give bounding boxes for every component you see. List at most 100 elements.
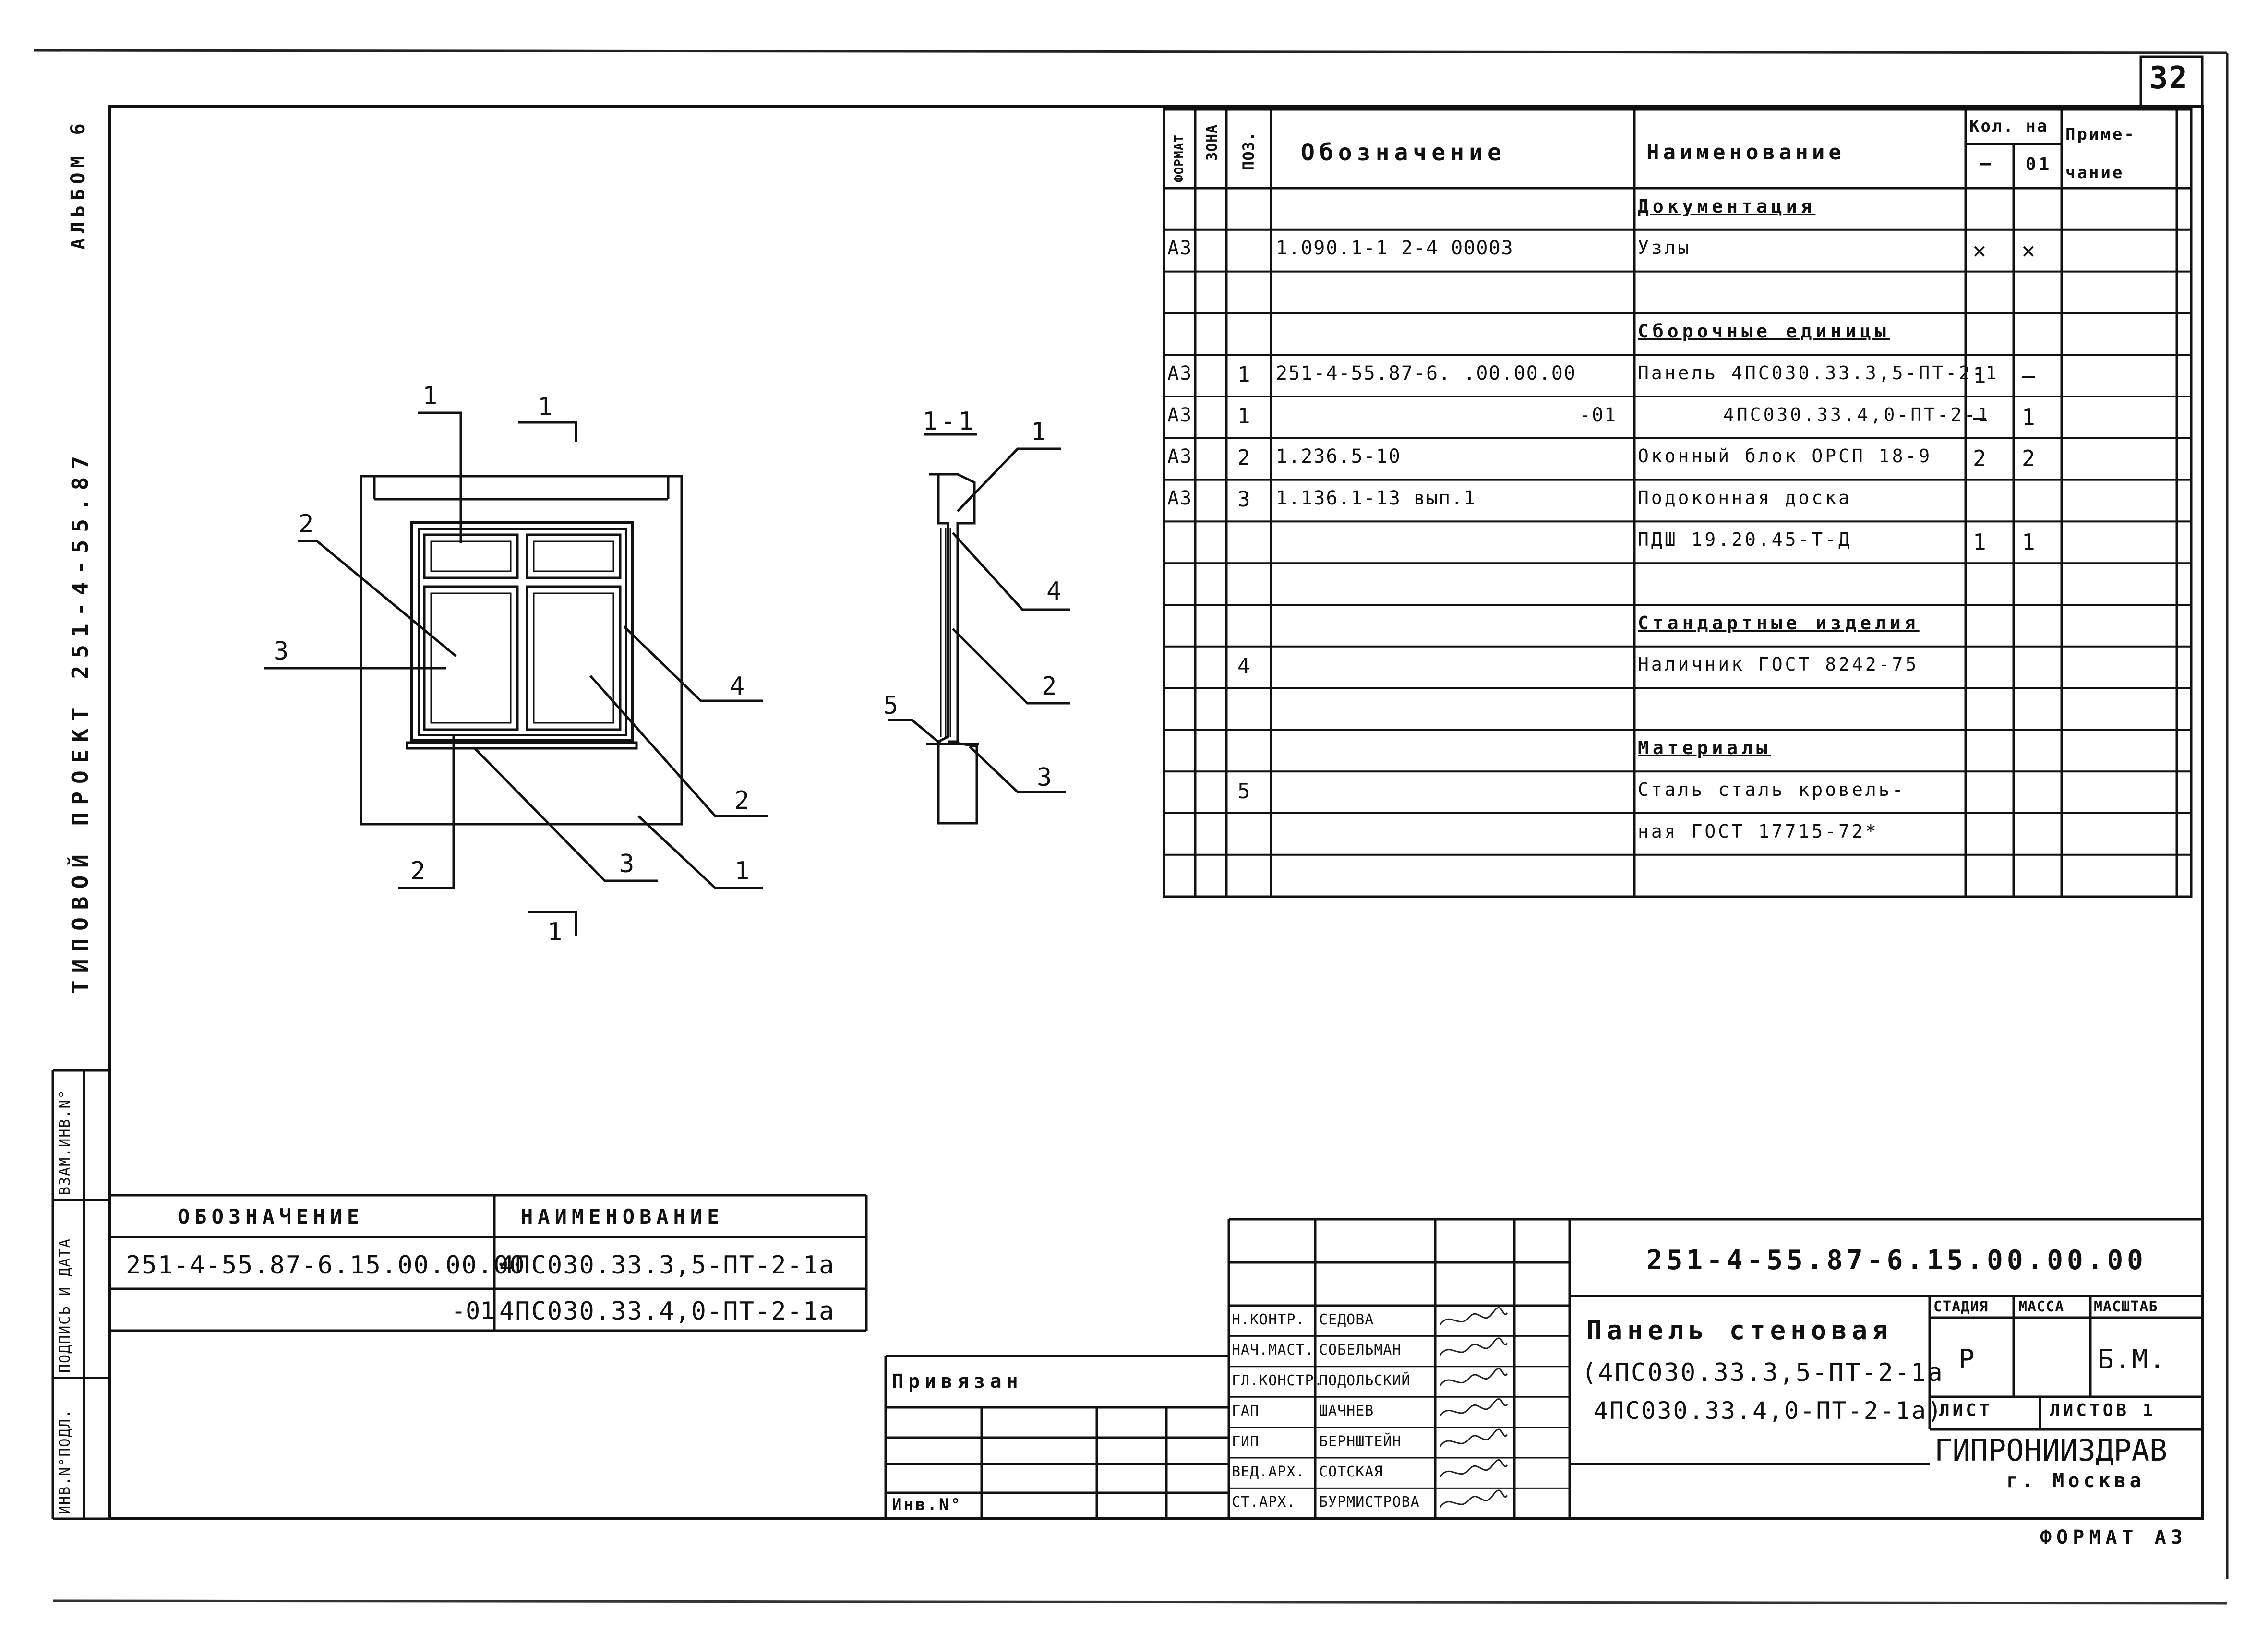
title-block-title-line1: Панель стеновая [1586, 1315, 1893, 1345]
variants-header-designation: ОБОЗНАЧЕНИЕ [178, 1205, 364, 1228]
spec-row-6-designation: -01 [1579, 404, 1617, 426]
spec-row-14-name: Материалы [1638, 737, 1771, 759]
section-callout-4: 4 [1046, 577, 1065, 606]
spec-row-2-name: Узлы [1638, 237, 1692, 259]
spec-header-note: Приме- чание [2065, 125, 2136, 182]
spec-header-qty: Кол. на [1969, 117, 2049, 136]
signature-4 [1439, 1398, 1508, 1417]
spec-header-name: Наименование [1646, 140, 1845, 165]
approval-role-2: НАЧ.МАСТ. [1232, 1342, 1314, 1359]
approval-role-3: ГЛ.КОНСТР. [1232, 1372, 1323, 1389]
variants-row-2-name: 4ПС030.33.4,0-ПТ-2-1а [499, 1297, 835, 1326]
spec-row-11-name: Стандартные изделия [1638, 612, 1920, 634]
binding-label: Привязан [892, 1370, 1023, 1392]
approval-role-4: ГАП [1232, 1403, 1260, 1420]
variants-row-1-designation: 251-4-55.87-6.15.00.00.00 [126, 1251, 526, 1280]
spec-row-6-pos: 1 [1237, 404, 1251, 429]
signature-2 [1439, 1337, 1508, 1356]
section-label: 1-1 [923, 407, 976, 436]
title-block-title-line3: 4ПС030.33.4,0-ПТ-2-1а) [1594, 1397, 1944, 1425]
elevation-callout-2-bottom: 2 [410, 857, 429, 886]
spec-row-15-pos: 5 [1237, 779, 1251, 804]
organization-name: ГИПРОНИИЗДРАВ [1934, 1433, 2168, 1468]
signature-3 [1439, 1368, 1508, 1386]
spec-row-6-qb: 1 [2022, 404, 2036, 430]
variants-row-1-name: 4ПС030.33.3,5-ПТ-2-1а [499, 1251, 835, 1280]
spec-row-5-qa: 1 [1973, 362, 1987, 388]
elevation-callout-1-bottom: 1 [734, 857, 753, 886]
spec-row-16-name: ная ГОСТ 17715-72* [1638, 820, 1879, 842]
spec-row-5-qb: — [2022, 362, 2036, 388]
spec-header-qty-b: 01 [2026, 155, 2052, 174]
scale-label: МАСШТАБ [2094, 1298, 2158, 1315]
sheets-label: ЛИСТОВ 1 [2050, 1401, 2156, 1420]
cut-mark-bottom: 1 [547, 918, 565, 947]
signature-5 [1439, 1428, 1508, 1447]
mass-label: МАССА [2018, 1298, 2064, 1315]
spec-row-6-qa: — [1973, 404, 1987, 430]
stage-value: Р [1958, 1344, 1978, 1375]
spec-row-9-qb: 1 [2022, 529, 2036, 555]
spec-row-5-designation: 251-4-55.87-6. .00.00.00 [1276, 362, 1576, 384]
section-callout-3: 3 [1037, 763, 1055, 792]
spec-row-15-name: Сталь сталь кровель- [1638, 779, 1906, 800]
approval-name-3: ПОДОЛЬСКИЙ [1319, 1372, 1411, 1389]
spec-row-7-pos: 2 [1237, 445, 1251, 470]
approval-name-1: СЕДОВА [1319, 1311, 1374, 1328]
elevation-callout-2-left: 2 [299, 510, 317, 539]
spec-row-9-qa: 1 [1973, 529, 1987, 555]
approval-name-6: СОТСКАЯ [1319, 1464, 1383, 1480]
sheet-number: 32 [2149, 60, 2189, 96]
spec-row-5-name: Панель 4ПС030.33.3,5-ПТ-2-1 [1638, 362, 1999, 384]
variants-header-name: НАИМЕНОВАНИЕ [521, 1205, 724, 1228]
spec-row-7-format: А3 [1167, 445, 1193, 468]
spec-row-8-name: Подоконная доска [1638, 487, 1852, 509]
approval-role-5: ГИП [1232, 1433, 1260, 1450]
elevation-callout-4: 4 [730, 672, 748, 701]
approval-name-7: БУРМИСТРОВА [1319, 1494, 1420, 1511]
spec-row-7-qb: 2 [2022, 445, 2036, 472]
approval-name-4: ШАЧНЕВ [1319, 1403, 1374, 1420]
spec-row-8-designation: 1.136.1-13 вып.1 [1276, 487, 1476, 510]
section-callout-2: 2 [1042, 672, 1060, 701]
sheet-label: ЛИСТ [1939, 1401, 1992, 1420]
spec-row-7-qa: 2 [1973, 445, 1987, 472]
spec-header-designation: Обозначение [1301, 139, 1506, 166]
spec-row-8-format: А3 [1167, 487, 1193, 510]
spec-row-12-name: Наличник ГОСТ 8242-75 [1638, 654, 1919, 675]
spec-row-2-designation: 1.090.1-1 2-4 00003 [1276, 237, 1514, 260]
approval-role-6: ВЕД.АРХ. [1232, 1464, 1305, 1480]
approval-role-1: Н.КОНТР. [1232, 1311, 1305, 1328]
spec-row-9-name: ПДШ 19.20.45-Т-Д [1638, 529, 1852, 551]
spec-row-1-name: Документация [1638, 195, 1816, 217]
elevation-callout-3-bottom: 3 [619, 850, 637, 878]
approval-name-5: БЕРНШТЕЙН [1319, 1433, 1402, 1450]
title-block-code: 251-4-55.87-6.15.00.00.00 [1646, 1245, 2147, 1276]
variants-row-2-designation: -01 [451, 1297, 495, 1325]
elevation-callout-3-left: 3 [274, 637, 292, 666]
spec-row-6-format: А3 [1167, 404, 1193, 426]
spec-row-12-pos: 4 [1237, 654, 1251, 679]
spec-row-7-name: Оконный блок ОРСП 18-9 [1638, 445, 1932, 467]
spec-row-4-name: Сборочные единицы [1638, 321, 1890, 342]
title-block-title-line2: (4ПС030.33.3,5-ПТ-2-1а [1582, 1358, 1944, 1387]
binding-inv-label: Инв.N° [892, 1495, 962, 1514]
spec-row-7-designation: 1.236.5-10 [1276, 445, 1401, 468]
elevation-callout-1-top: 1 [422, 382, 441, 410]
signature-7 [1439, 1489, 1508, 1508]
approval-role-7: СТ.АРХ. [1232, 1494, 1296, 1511]
spec-row-5-format: А3 [1167, 362, 1193, 384]
format-label: ФОРМАТ А3 [2040, 1526, 2187, 1548]
organization-city: г. Москва [2006, 1470, 2145, 1492]
spec-header-qty-a: — [1980, 153, 1994, 174]
elevation-callout-2-right: 2 [734, 786, 753, 815]
signature-1 [1439, 1307, 1508, 1325]
spec-row-2-qb: ✕ [2022, 237, 2036, 264]
cut-mark-top: 1 [538, 393, 556, 421]
